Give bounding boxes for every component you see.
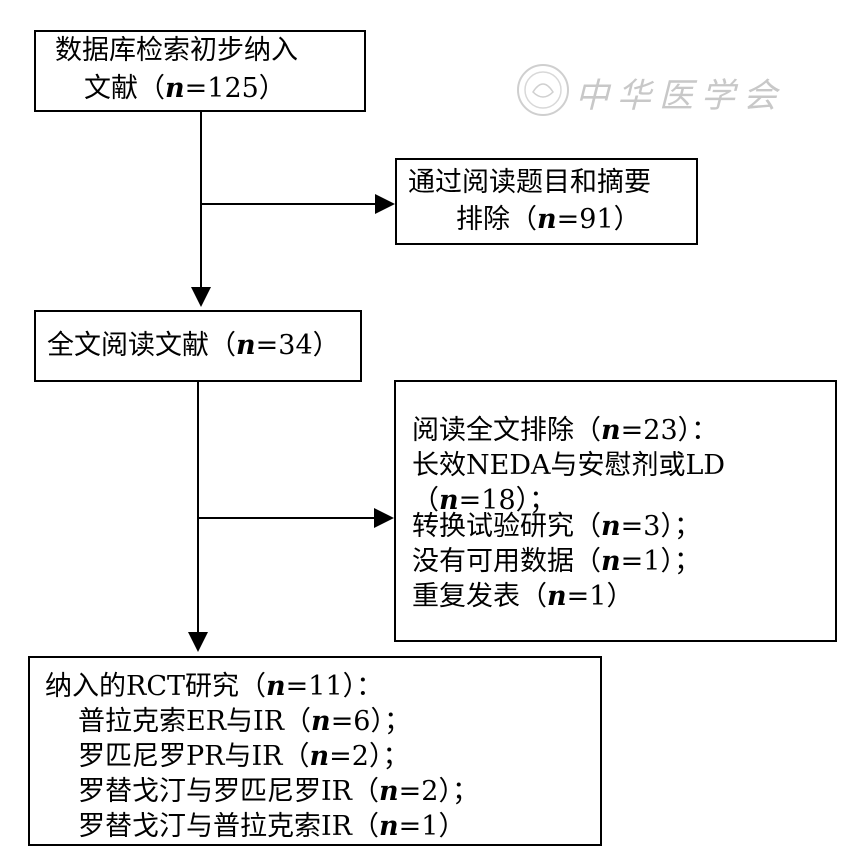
included-rct-line-1: 普拉克索ER与IR（n=6）； — [78, 706, 411, 737]
initial-records-line1: 数据库检索初步纳入 — [55, 35, 298, 66]
excluded-fulltext-line-5: 重复发表（n=1） — [412, 581, 634, 612]
initial-records-line2: 文献（n=125） — [84, 73, 286, 104]
watermark: 中华医学会 — [515, 62, 805, 118]
excluded-fulltext-line-3: 转换试验研究（n=3）； — [412, 511, 701, 542]
excluded-title-line2: 排除（n=91） — [456, 204, 641, 235]
included-rct-line-3: 罗替戈汀与罗匹尼罗IR（n=2）； — [78, 776, 479, 807]
fulltext-review-label: 全文阅读文献（n=34） — [47, 330, 340, 361]
excluded-fulltext-box — [394, 380, 837, 642]
excluded-fulltext-line-0: 阅读全文排除（n=23）： — [412, 415, 719, 446]
excluded-title-abstract-box — [395, 158, 698, 245]
included-rct-line-0: 纳入的RCT研究（n=11）： — [45, 671, 384, 702]
society-seal-icon — [517, 64, 569, 116]
excluded-fulltext-line-4: 没有可用数据（n=1）； — [412, 546, 701, 577]
included-rct-box — [28, 656, 602, 846]
fulltext-review-box — [34, 310, 362, 382]
excluded-fulltext-line-1: 长效NEDA与安慰剂或LD — [412, 450, 726, 481]
excluded-fulltext-line-2: （n=18）； — [412, 485, 557, 516]
included-rct-line-4: 罗替戈汀与普拉克索IR（n=1） — [78, 811, 466, 842]
included-rct-line-2: 罗匹尼罗PR与IR（n=2）； — [78, 741, 410, 772]
excluded-title-line1: 通过阅读题目和摘要 — [408, 167, 651, 198]
watermark-text: 中华医学会 — [575, 76, 785, 116]
initial-records-box — [34, 30, 366, 112]
